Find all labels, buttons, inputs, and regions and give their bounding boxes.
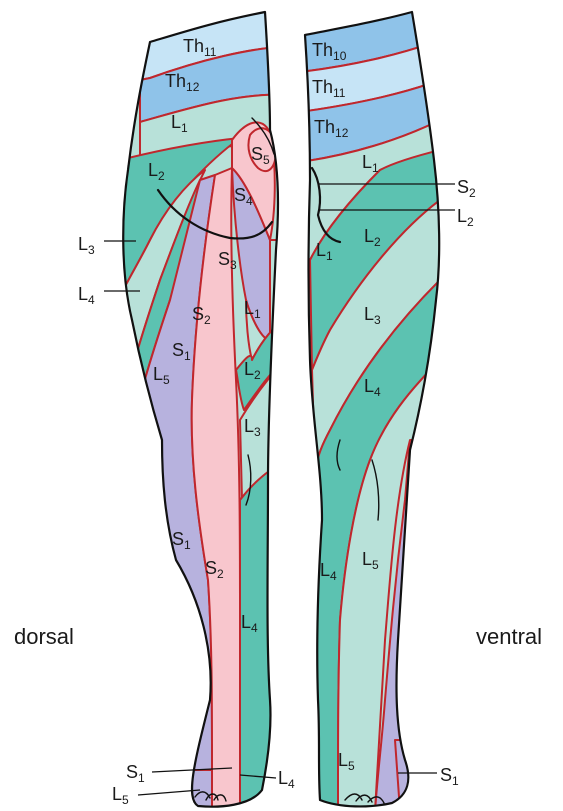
- label-dorsal-l3-outer: L3: [78, 234, 95, 257]
- label-dorsal-s1-foot: S1: [126, 762, 145, 785]
- view-label-ventral: ventral: [476, 624, 542, 649]
- label-ventral-l2-outer: L2: [457, 206, 474, 229]
- label-dorsal-l5-foot: L5: [112, 784, 129, 807]
- dorsal-leg: [100, 0, 300, 811]
- label-ventral-s2-outer: S2: [457, 177, 476, 200]
- dorsal-l4-lower-region: [240, 460, 285, 811]
- view-label-dorsal: dorsal: [14, 624, 74, 649]
- label-dorsal-l4-foot: L4: [278, 768, 295, 791]
- label-ventral-s1-foot: S1: [440, 765, 459, 788]
- label-dorsal-l4-outer: L4: [78, 284, 95, 307]
